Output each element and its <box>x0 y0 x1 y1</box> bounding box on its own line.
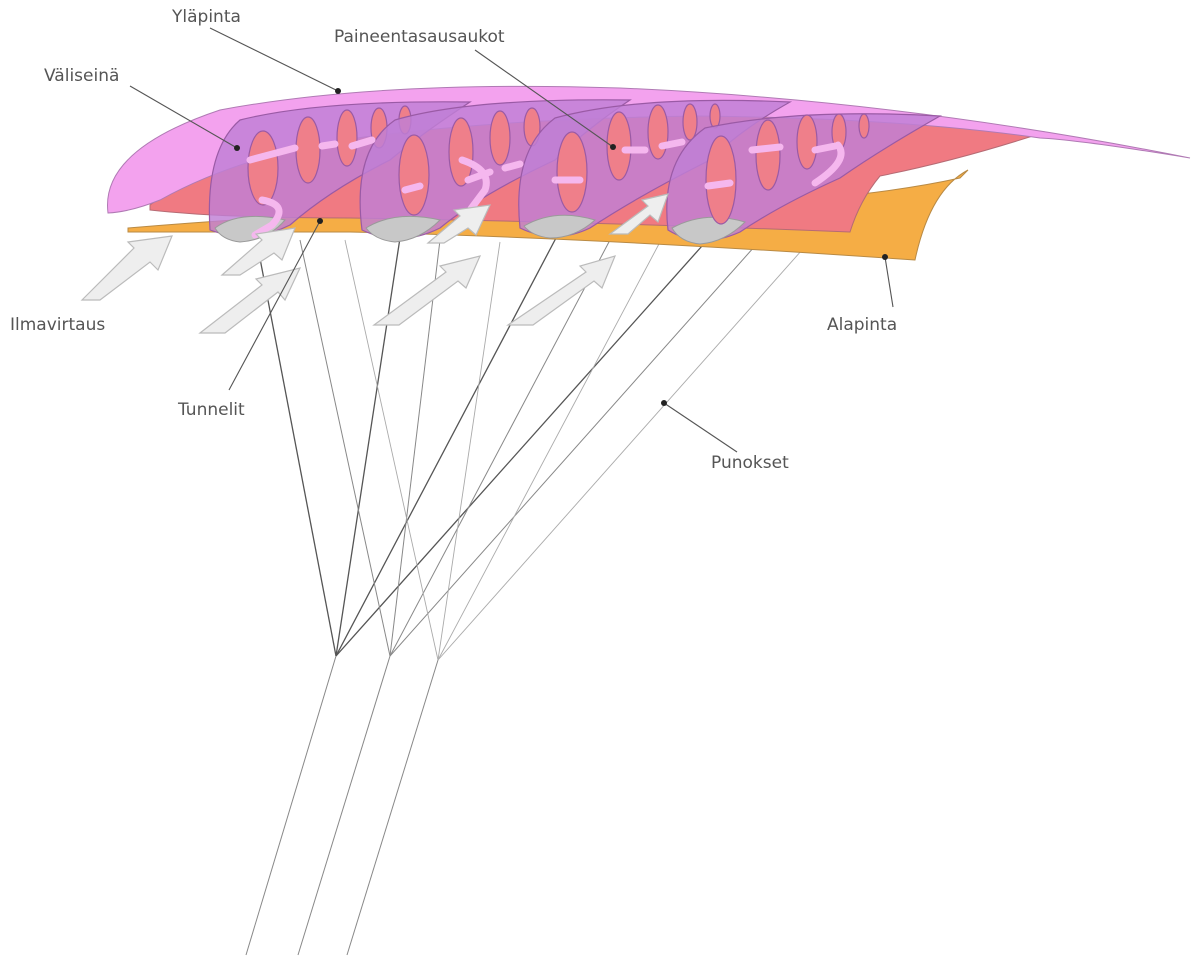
hole-3-5 <box>710 104 720 128</box>
line-b4 <box>390 246 755 656</box>
dot-lower-surface <box>882 254 888 260</box>
hole-2-3 <box>490 111 510 165</box>
airflow-arrow-3 <box>200 268 300 333</box>
leader-upper-surface <box>210 28 338 91</box>
label-upper-surface: Yläpinta <box>171 7 241 27</box>
label-pressure-holes: Paineentasausaukot <box>334 27 505 47</box>
dot-rib <box>234 145 240 151</box>
label-lines: Punokset <box>711 453 789 473</box>
leader-lower-surface <box>885 257 893 307</box>
hole-4-2 <box>756 120 780 190</box>
hole-4-3 <box>797 115 817 169</box>
hole-1-1 <box>248 131 278 205</box>
line-a1 <box>258 248 336 656</box>
airflow-arrow-1 <box>82 236 172 300</box>
riser-b <box>298 656 390 955</box>
hole-2-1 <box>399 135 429 215</box>
label-lower-surface: Alapinta <box>827 315 897 335</box>
dot-pressure-holes <box>610 144 616 150</box>
airflow-arrow-6 <box>508 256 615 325</box>
riser-c <box>347 660 438 955</box>
hole-3-1 <box>557 132 587 212</box>
hole-1-2 <box>296 117 320 183</box>
hole-4-5 <box>859 114 869 138</box>
label-tunnels: Tunnelit <box>177 400 245 420</box>
line-c2 <box>438 242 500 660</box>
hole-3-3 <box>648 105 668 159</box>
riser-a <box>246 656 336 955</box>
hole-3-4 <box>683 104 697 140</box>
suspension-lines <box>246 238 802 955</box>
dot-lines <box>661 400 667 406</box>
dot-tunnels <box>317 218 323 224</box>
dot-upper-surface <box>335 88 341 94</box>
hole-1-3 <box>337 110 357 166</box>
airflow-arrow-5 <box>374 256 480 325</box>
leader-lines-label <box>664 403 737 452</box>
label-rib: Väliseinä <box>44 66 119 86</box>
label-airflow: Ilmavirtaus <box>10 315 105 335</box>
